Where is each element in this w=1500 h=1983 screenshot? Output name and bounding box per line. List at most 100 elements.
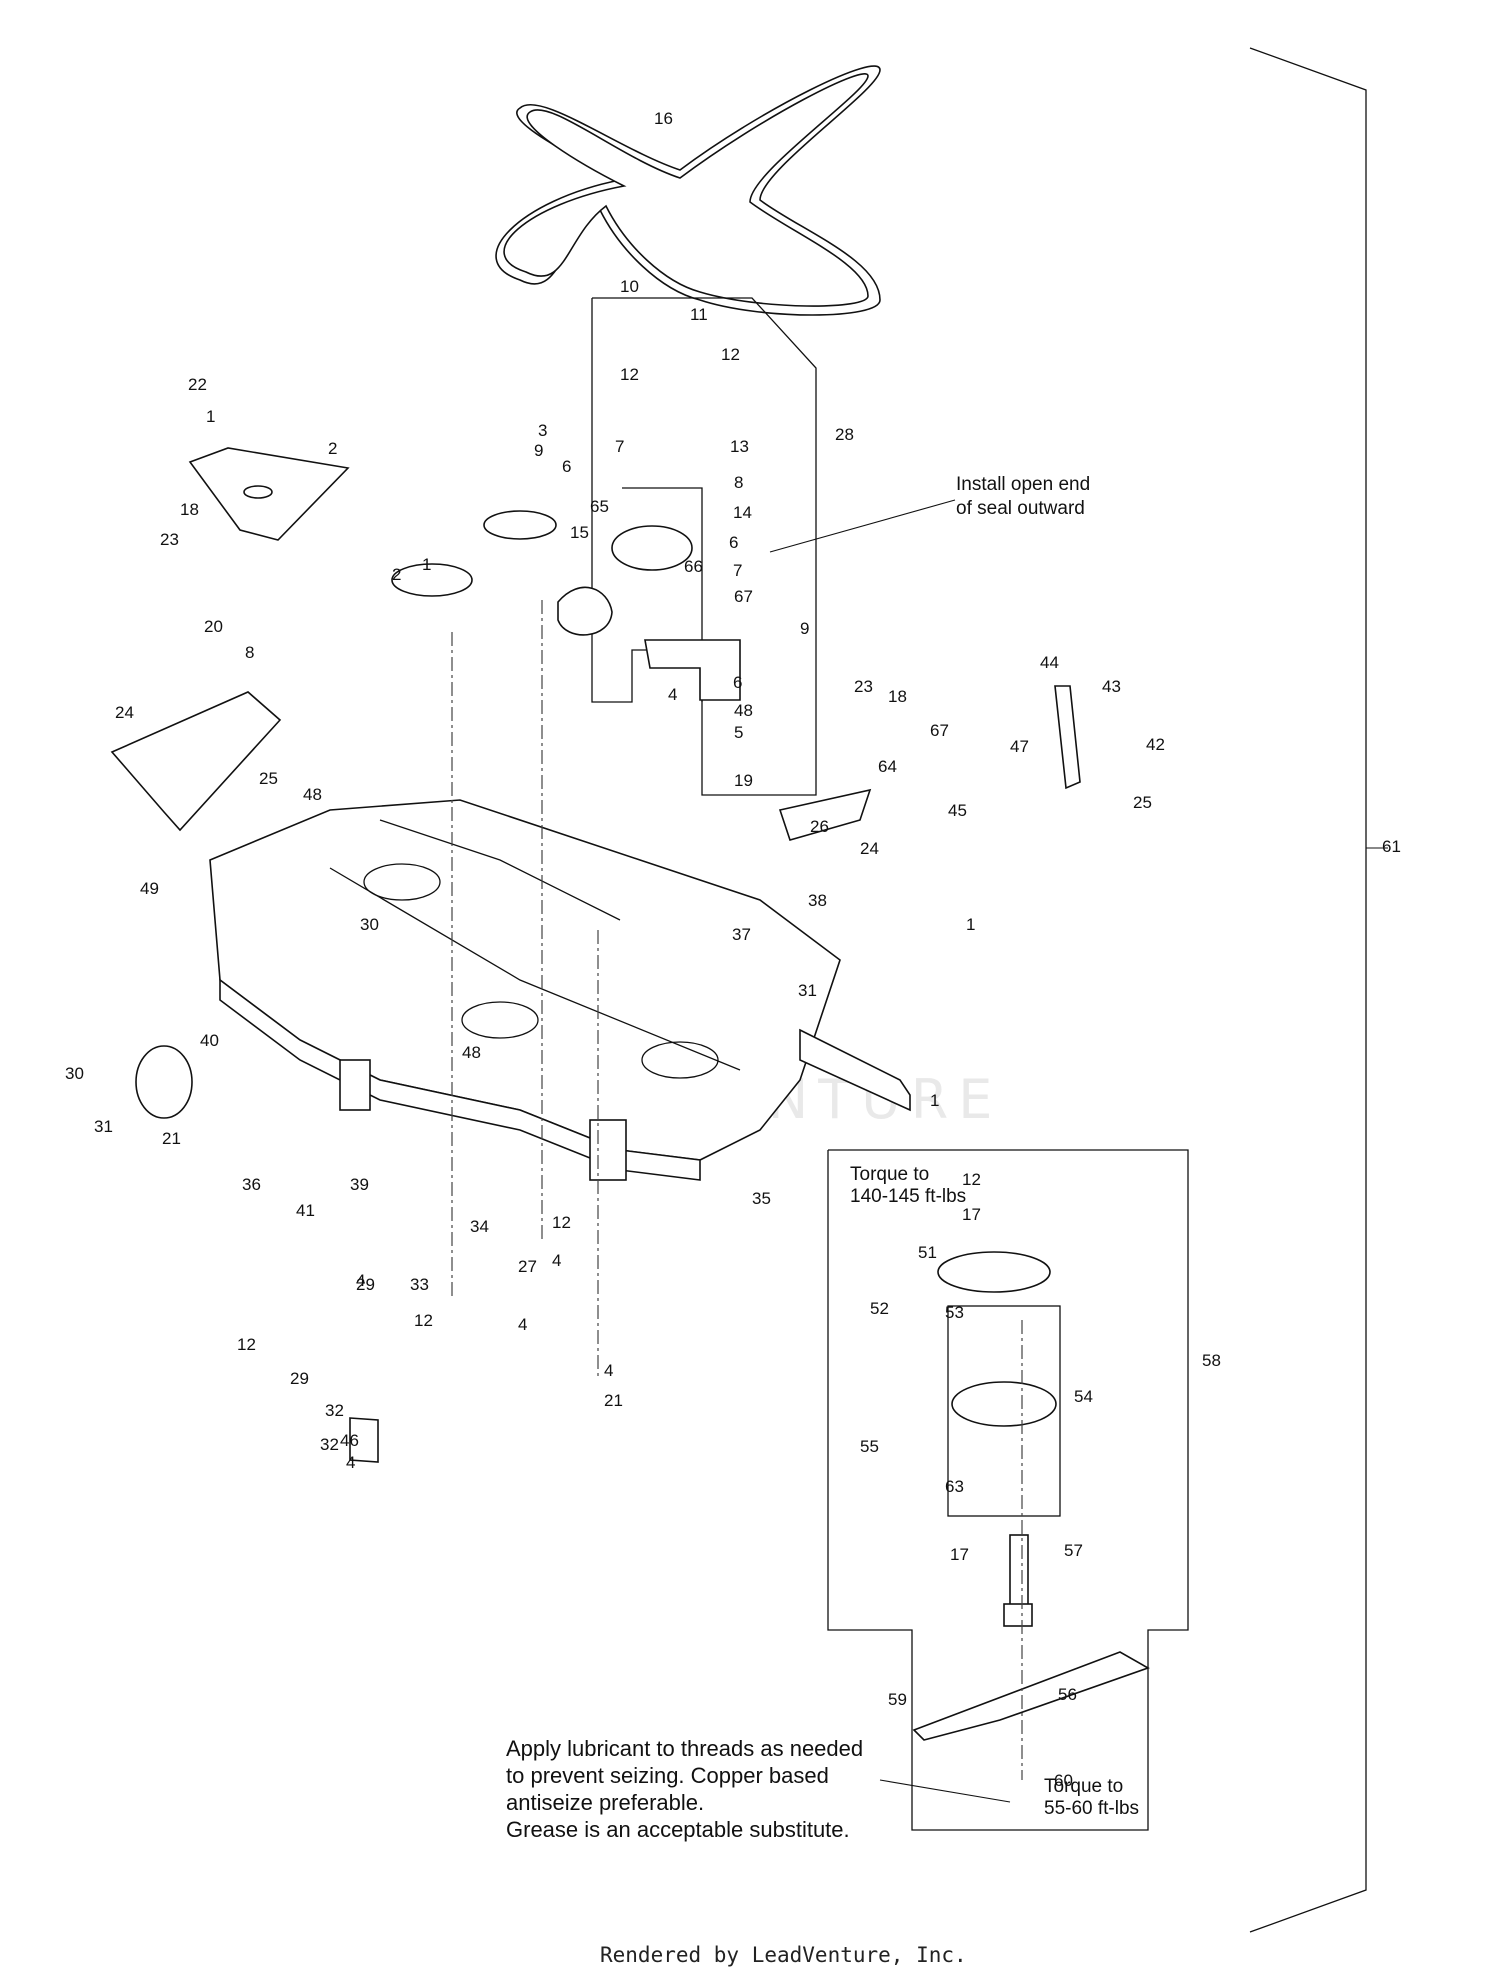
part-number-label: 28 [835, 425, 854, 444]
part-number-label: 23 [160, 530, 179, 549]
part-number-label: 17 [950, 1545, 969, 1564]
part-number-label: 18 [180, 500, 199, 519]
part-number-label: 14 [733, 503, 752, 522]
part-number-label: 32 [325, 1401, 344, 1420]
part-number-label: 20 [204, 617, 223, 636]
part-number-label: 41 [296, 1201, 315, 1220]
part-number-label: 64 [878, 757, 897, 776]
svg-text:Torque to: Torque to [850, 1164, 929, 1185]
part-number-label: 19 [734, 771, 753, 790]
svg-text:Install open end: Install open end [956, 474, 1090, 495]
part-number-label: 6 [729, 533, 738, 552]
part-number-label: 35 [752, 1189, 771, 1208]
part-number-label: 24 [860, 839, 879, 858]
part-number-label: 51 [918, 1243, 937, 1262]
part-number-label: 2 [328, 439, 337, 458]
part-number-label: 59 [888, 1690, 907, 1709]
part-number-label: 24 [115, 703, 134, 722]
part-number-label: 55 [860, 1437, 879, 1456]
part-number-label: 65 [590, 497, 609, 516]
part-number-label: 7 [615, 437, 624, 456]
part-number-label: 9 [534, 441, 543, 460]
part-number-label: 7 [733, 561, 742, 580]
part-number-label: 12 [237, 1335, 256, 1354]
svg-text:Apply lubricant to threads as: Apply lubricant to threads as needed [506, 1736, 863, 1761]
part-number-label: 58 [1202, 1351, 1221, 1370]
belt-16 [495, 65, 881, 316]
part-number-label: 4 [518, 1315, 527, 1334]
svg-text:of seal outward: of seal outward [956, 498, 1085, 519]
part-label-layer: 1610111212132822123678146566156767182321… [65, 109, 1401, 1790]
svg-text:55-60 ft-lbs: 55-60 ft-lbs [1044, 1798, 1139, 1819]
part-number-label: 25 [1133, 793, 1152, 812]
mower-deck-27 [209, 799, 841, 1181]
part-number-label: 15 [570, 523, 589, 542]
part-number-label: 30 [360, 915, 379, 934]
part-number-label: 56 [1058, 1685, 1077, 1704]
part-number-label: 21 [162, 1129, 181, 1148]
part-number-label: 16 [654, 109, 673, 128]
part-number-label: 52 [870, 1299, 889, 1318]
part-number-label: 48 [462, 1043, 481, 1062]
part-number-label: 3 [538, 421, 547, 440]
part-number-label: 1 [930, 1091, 939, 1110]
part-number-label: 8 [734, 473, 743, 492]
part-number-label: 47 [1010, 737, 1029, 756]
part-number-label: 1 [206, 407, 215, 426]
part-number-label: 4 [668, 685, 677, 704]
footer-rendered-by: Rendered by LeadVenture, Inc. [600, 1943, 967, 1967]
lubricant-note: Apply lubricant to threads as needed to … [506, 1736, 1011, 1842]
part-number-label: 2 [392, 565, 401, 584]
part-number-label: 57 [1064, 1541, 1083, 1560]
part-number-label: 13 [730, 437, 749, 456]
part-number-label: 48 [734, 701, 753, 720]
part-number-label: 36 [242, 1175, 261, 1194]
part-number-label: 46 [340, 1431, 359, 1450]
part-number-label: 31 [798, 981, 817, 1000]
torque-spindle-note: Torque to 140-145 ft-lbs [850, 1164, 966, 1207]
part-number-label: 33 [410, 1275, 429, 1294]
part-number-label: 23 [854, 677, 873, 696]
part-number-label: 29 [290, 1369, 309, 1388]
idler-assembly-22-outline [591, 297, 817, 796]
part-number-label: 48 [303, 785, 322, 804]
part-number-label: 32 [320, 1435, 339, 1454]
part-number-label: 4 [346, 1453, 355, 1472]
part-number-label: 12 [620, 365, 639, 384]
part-number-label: 54 [1074, 1387, 1093, 1406]
part-number-label: 25 [259, 769, 278, 788]
part-number-label: 11 [690, 305, 708, 324]
svg-text:Grease is an acceptable substi: Grease is an acceptable substitute. [506, 1817, 850, 1842]
part-number-label: 17 [962, 1205, 981, 1224]
svg-text:140-145 ft-lbs: 140-145 ft-lbs [850, 1186, 966, 1207]
part-number-label: 67 [734, 587, 753, 606]
part-number-label: 60 [1054, 1771, 1073, 1790]
part-number-label: 45 [948, 801, 967, 820]
part-number-label: 61 [1382, 837, 1401, 856]
part-number-label: 4 [356, 1271, 365, 1290]
part-number-label: 1 [966, 915, 975, 934]
part-number-label: 40 [200, 1031, 219, 1050]
torque-blade-note: Torque to 55-60 ft-lbs [1044, 1776, 1139, 1819]
part-number-label: 6 [562, 457, 571, 476]
svg-text:to prevent seizing. Copper ba: to prevent seizing. Copper based [506, 1763, 829, 1788]
part-number-label: 21 [604, 1391, 623, 1410]
part-number-label: 29 [356, 1275, 375, 1294]
part-number-label: 42 [1146, 735, 1165, 754]
part-number-label: 10 [620, 277, 639, 296]
part-number-label: 26 [810, 817, 829, 836]
part-number-label: 8 [245, 643, 254, 662]
svg-text:Torque to: Torque to [1044, 1776, 1123, 1797]
part-number-label: 63 [945, 1477, 964, 1496]
part-number-label: 49 [140, 879, 159, 898]
part-number-label: 6 [733, 673, 742, 692]
assembly-50-bracket [1249, 47, 1388, 1933]
spindle-assembly-56-box [827, 1149, 1189, 1831]
part-number-label: 1 [422, 555, 431, 574]
deck-parts [110, 447, 1150, 1741]
part-number-label: 39 [350, 1175, 369, 1194]
part-number-label: 53 [945, 1303, 964, 1322]
part-number-label: 12 [414, 1311, 433, 1330]
part-number-label: 37 [732, 925, 751, 944]
